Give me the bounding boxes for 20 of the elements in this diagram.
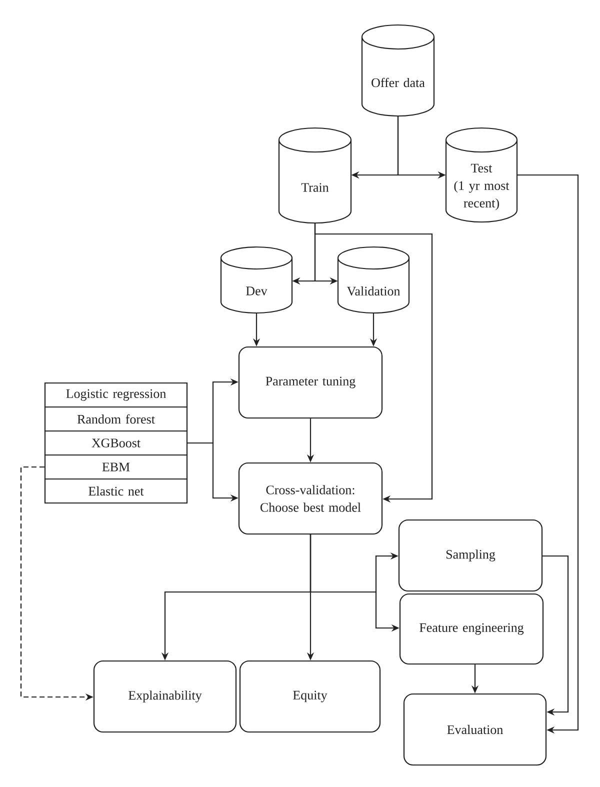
process-box: Evaluation <box>403 693 547 766</box>
table-row: EBM <box>44 454 188 480</box>
process-box: Equity <box>239 660 381 733</box>
table-row: Logistic regression <box>44 382 188 408</box>
process-box: Sampling <box>398 519 543 592</box>
database-cylinder: Validation <box>337 246 410 314</box>
table-row: Elastic net <box>44 478 188 504</box>
process-box: Explainability <box>93 660 237 733</box>
database-cylinder: Train <box>278 127 352 224</box>
arrow <box>314 223 433 503</box>
table-row: Random forest <box>44 406 188 432</box>
arrow <box>517 174 579 734</box>
database-cylinder: Dev <box>220 246 293 314</box>
process-box: Parameter tuning <box>238 346 383 419</box>
arrow <box>542 555 569 716</box>
process-box: Feature engineering <box>399 593 544 665</box>
database-cylinder: Test (1 yr most recent) <box>445 127 518 223</box>
process-box: Cross-validation: Choose best model <box>238 462 383 535</box>
database-cylinder: Offer data <box>361 24 435 117</box>
table-row: XGBoost <box>44 430 188 456</box>
